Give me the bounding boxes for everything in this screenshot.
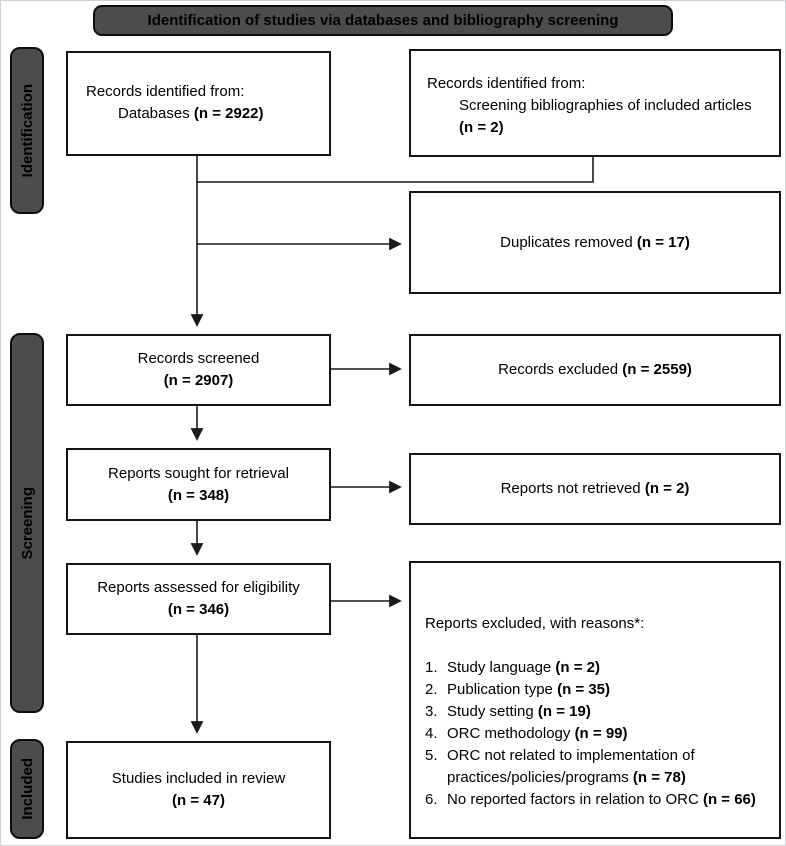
phase-label-included: Included — [10, 739, 44, 839]
phase-label-identification: Identification — [10, 47, 44, 214]
reason-item: 5. ORC not related to implementation of … — [425, 747, 695, 786]
box-line: Screening bibliographies of included art… — [459, 97, 752, 114]
n-value: (n = 78) — [632, 769, 686, 786]
n-value: (n = 2922) — [193, 105, 264, 122]
diagram-title-banner: Identification of studies via databases … — [93, 5, 673, 36]
reason-item: 4. ORC methodology (n = 99) — [425, 725, 628, 742]
n-value: (n = 99) — [574, 725, 628, 742]
box-reports-assessed: Reports assessed for eligibility (n = 34… — [66, 563, 331, 635]
box-reports-not-retrieved: Reports not retrieved (n = 2) — [409, 453, 781, 525]
box-line: Reports not retrieved (n = 2) — [500, 480, 690, 497]
n-value: (n = 66) — [702, 791, 756, 808]
box-reports-excluded-reasons: Reports excluded, with reasons*: 1. Stud… — [409, 561, 781, 839]
n-value: (n = 19) — [537, 703, 591, 720]
reasons-header: Reports excluded, with reasons*: — [425, 615, 645, 632]
n-value: (n = 2) — [459, 119, 504, 136]
box-line: Records identified from: — [86, 83, 245, 100]
box-line: Records excluded (n = 2559) — [498, 361, 692, 378]
n-value: (n = 346) — [167, 601, 230, 618]
box-line: Duplicates removed (n = 17) — [500, 233, 690, 251]
n-value: (n = 2) — [644, 480, 690, 497]
box-records-identified-bibliography: Records identified from: Screening bibli… — [409, 49, 781, 157]
n-value: (n = 2559) — [622, 361, 692, 378]
n-value: (n = 47) — [172, 792, 225, 809]
n-value: (n = 17) — [636, 233, 690, 251]
box-line: Databases (n = 2922) — [118, 105, 264, 122]
n-value: (n = 2907) — [163, 372, 234, 389]
elbow-bibliography-merge — [197, 157, 594, 183]
reason-item: 3. Study setting (n = 19) — [425, 703, 591, 720]
blank-line — [425, 635, 771, 657]
diagram-title: Identification of studies via databases … — [147, 12, 619, 29]
n-value: (n = 2) — [555, 659, 601, 676]
box-records-identified-databases: Records identified from: Databases (n = … — [66, 51, 331, 156]
reason-item: 1. Study language (n = 2) — [425, 659, 601, 676]
box-records-screened: Records screened (n = 2907) — [66, 334, 331, 406]
phase-label-screening: Screening — [10, 333, 44, 713]
box-reports-sought: Reports sought for retrieval (n = 348) — [66, 448, 331, 521]
n-value: (n = 35) — [557, 681, 611, 698]
reason-item: 6. No reported factors in relation to OR… — [425, 791, 756, 808]
box-records-excluded: Records excluded (n = 2559) — [409, 334, 781, 406]
reason-item: 2. Publication type (n = 35) — [425, 681, 611, 698]
box-duplicates-removed: Duplicates removed (n = 17) — [409, 191, 781, 294]
box-line: Records identified from: — [427, 75, 586, 92]
box-studies-included: Studies included in review (n = 47) — [66, 741, 331, 839]
n-value: (n = 348) — [167, 486, 230, 504]
